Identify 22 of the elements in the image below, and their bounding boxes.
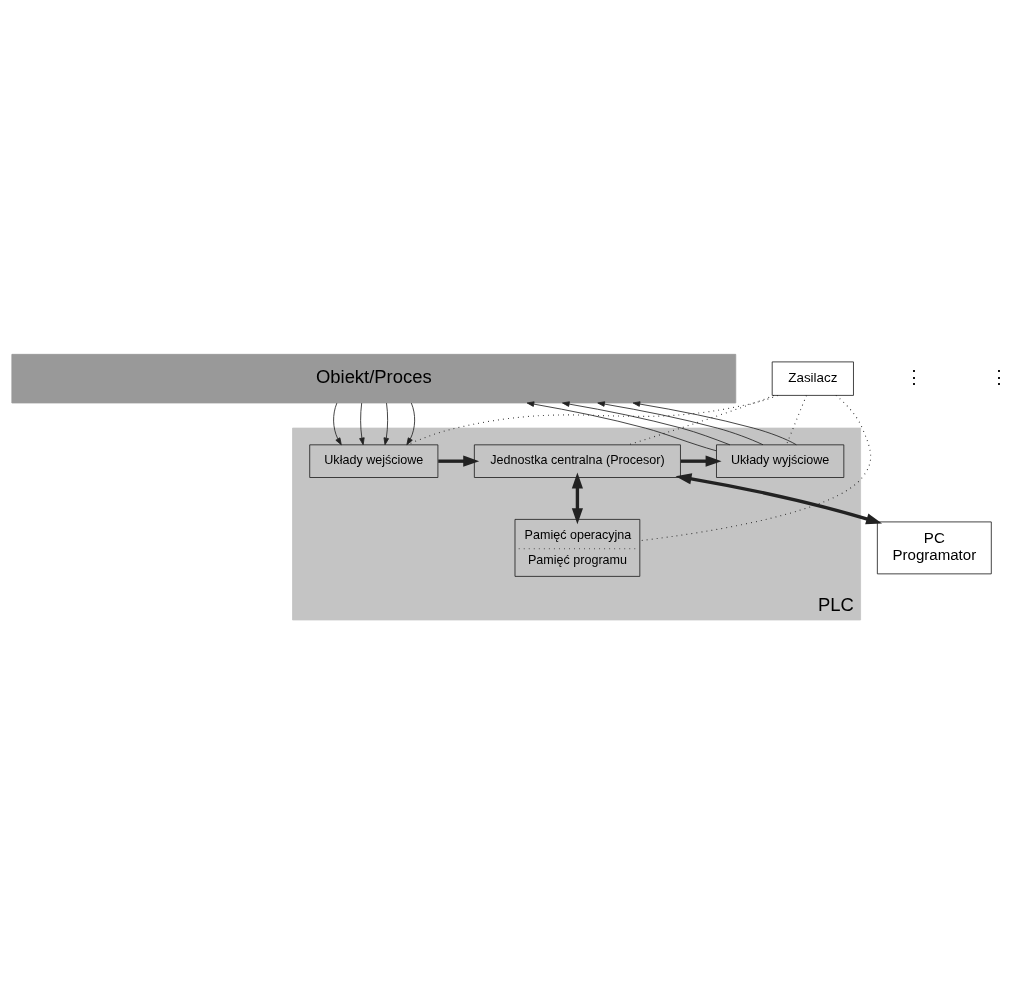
arrow (406, 402, 416, 446)
arrow (597, 401, 764, 446)
node-box: Jednostka centralna (Procesor) (473, 444, 681, 478)
label: ⋮ (905, 366, 924, 388)
arrow (383, 402, 389, 446)
connector (639, 394, 872, 542)
arrow (438, 455, 480, 467)
arrow (675, 473, 883, 525)
node-box: Obiekt/Proces (11, 353, 737, 404)
node-box: Zasilacz (771, 361, 854, 396)
node-box: Układy wyjściowe (716, 444, 845, 478)
arrow (562, 401, 731, 446)
arrow (571, 472, 583, 525)
node-box: PC Programator (876, 521, 992, 575)
connector (406, 394, 779, 446)
node-box: Układy wejściowe (309, 444, 439, 478)
arrow (359, 402, 365, 446)
arrow (680, 455, 722, 467)
arrow (526, 401, 717, 452)
arrow (333, 402, 342, 446)
arrow (632, 401, 797, 446)
label: ⋮ (989, 366, 1008, 388)
